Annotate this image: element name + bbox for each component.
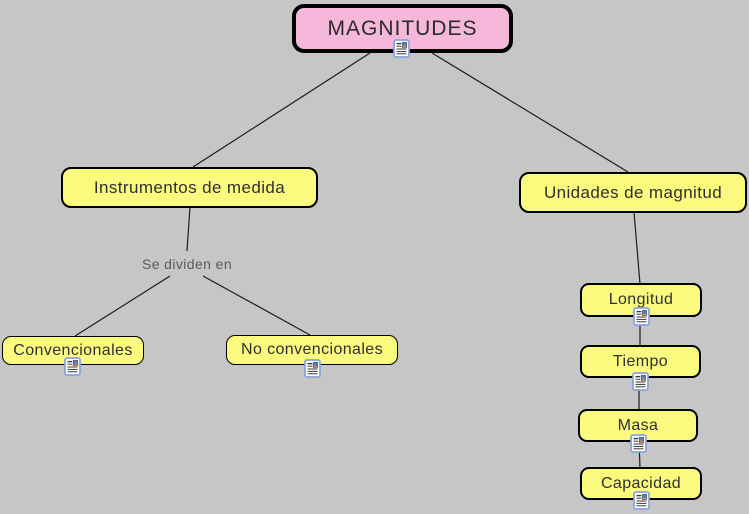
connector-root-instrumentos[interactable]: [192, 52, 371, 168]
connector-phrase-convencionales[interactable]: [74, 275, 171, 337]
resource-icon-capacidad[interactable]: [633, 491, 650, 510]
node-convencionales-label: Convencionales: [13, 341, 133, 359]
node-unidades-de-magnitud[interactable]: Unidades de magnitud: [519, 172, 747, 213]
resource-icon-magnitudes[interactable]: [393, 39, 410, 58]
resource-icon-masa[interactable]: [630, 434, 647, 453]
connector-phrase-no-convencionales[interactable]: [202, 275, 311, 336]
node-instrumentos-label: Instrumentos de medida: [93, 177, 286, 197]
resource-icon-longitud[interactable]: [633, 307, 650, 326]
node-magnitudes-label: MAGNITUDES: [327, 16, 478, 40]
resource-icon-tiempo[interactable]: [632, 372, 649, 391]
node-tiempo-label: Tiempo: [612, 352, 669, 370]
connector-root-unidades[interactable]: [431, 52, 629, 173]
node-instrumentos-de-medida[interactable]: Instrumentos de medida: [61, 167, 318, 208]
node-capacidad-label: Capacidad: [600, 474, 682, 492]
linking-phrase-se-dividen-en[interactable]: Se dividen en: [130, 256, 244, 272]
node-masa-label: Masa: [617, 416, 659, 434]
node-longitud-label: Longitud: [608, 291, 674, 308]
connector-instrumentos-phrase[interactable]: [186, 206, 191, 252]
resource-icon-no-convencionales[interactable]: [304, 359, 321, 378]
linking-phrase-label: Se dividen en: [141, 256, 233, 272]
connector-unidades-longitud[interactable]: [633, 211, 641, 285]
resource-icon-convencionales[interactable]: [64, 357, 81, 376]
node-no-convencionales-label: No convencionales: [241, 341, 383, 358]
node-unidades-label: Unidades de magnitud: [543, 182, 723, 202]
